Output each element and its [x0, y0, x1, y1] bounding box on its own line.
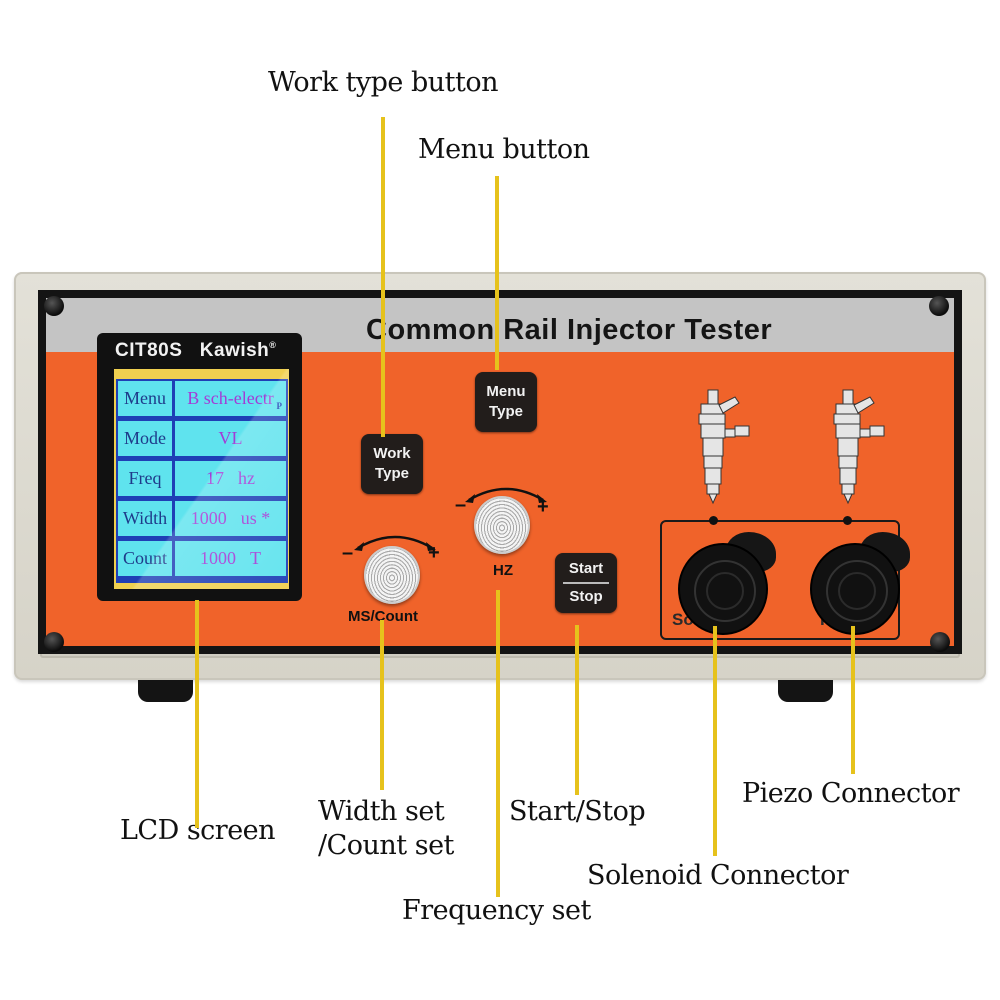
callout-work-type: Work type button	[268, 67, 499, 98]
lcd-value-text: 1000	[200, 548, 236, 568]
callout-piezo: Piezo Connector	[742, 778, 960, 809]
lcd-brand: CIT80S Kawish®	[115, 340, 276, 362]
lcd-row-width: Width 1000 us *	[116, 499, 288, 537]
rotate-arrow-icon	[465, 487, 547, 503]
callout-width-line2: /Count set	[318, 829, 454, 861]
device-title: Common Rail Injector Tester	[366, 314, 773, 346]
stop-label: Stop	[569, 588, 603, 605]
lcd-label: Mode	[118, 421, 172, 456]
lcd-row-count: Count 1000 T	[116, 539, 288, 577]
model-name: CIT80S	[115, 340, 183, 361]
leader-work-type	[381, 117, 385, 437]
lcd-label: Freq	[118, 461, 172, 496]
injector-icon	[833, 389, 885, 505]
lcd-unit: us *	[240, 508, 271, 528]
menu-type-line1: Menu	[486, 383, 526, 400]
leader-piezo	[851, 626, 855, 774]
lcd-value-text: B sch-electr	[187, 388, 274, 408]
menu-type-button[interactable]: Menu Type	[475, 372, 537, 432]
piezo-connector[interactable]	[812, 545, 898, 633]
screw-icon	[44, 632, 64, 652]
ms-count-label: MS/Count	[348, 608, 418, 625]
hz-label: HZ	[493, 562, 513, 579]
lcd-value-text: 17	[206, 468, 224, 488]
lcd-row-menu: Menu B sch-electr P	[116, 379, 288, 417]
work-type-line2: Type	[375, 465, 409, 482]
hz-knob-group: – + HZ	[455, 482, 555, 582]
connector-frame	[660, 520, 900, 640]
lcd-value: 1000 us *	[175, 501, 286, 536]
start-label: Start	[568, 560, 604, 577]
callout-menu: Menu button	[418, 134, 590, 165]
lcd-bezel: CIT80S Kawish® Menu B sch-electr P Mode …	[97, 333, 302, 601]
lcd-screen: Menu B sch-electr P Mode VL Freq 17 hz W…	[114, 369, 289, 589]
plus-sign: +	[537, 496, 549, 518]
hz-knob[interactable]	[474, 496, 530, 554]
lcd-value: B sch-electr P	[175, 381, 286, 416]
ms-count-knob[interactable]	[364, 546, 420, 604]
screw-icon	[44, 296, 64, 316]
lcd-label: Width	[118, 501, 172, 536]
lcd-value-text: 1000	[190, 508, 227, 528]
lcd-label: Count	[118, 541, 172, 576]
leader-solenoid	[713, 626, 717, 856]
work-type-line1: Work	[373, 445, 411, 462]
start-stop-button[interactable]: Start Stop	[555, 553, 617, 613]
leader-width	[380, 620, 384, 790]
leader-start-stop	[575, 625, 579, 795]
callout-start-stop: Start/Stop	[509, 796, 646, 827]
brand-name: Kawish	[199, 340, 270, 361]
lcd-label: Menu	[118, 381, 172, 416]
lcd-indicator: P	[276, 401, 283, 411]
lcd-value: 1000 T	[175, 541, 286, 576]
piezo-indicator-led	[843, 516, 852, 525]
registered-mark: ®	[269, 340, 277, 350]
callout-frequency: Frequency set	[402, 895, 591, 926]
ms-count-knob-group: – + MS/Count	[340, 530, 450, 630]
minus-sign: –	[342, 542, 354, 564]
lcd-value: 17 hz	[175, 461, 286, 496]
solenoid-connector[interactable]	[680, 545, 766, 633]
callout-width-line1: Width set	[318, 796, 445, 827]
rotate-arrow-icon	[354, 535, 436, 551]
right-foot	[778, 680, 833, 702]
lcd-row-freq: Freq 17 hz	[116, 459, 288, 497]
screw-icon	[930, 632, 950, 652]
lcd-unit: hz	[238, 468, 255, 488]
injector-icon	[698, 389, 750, 505]
leader-frequency	[496, 590, 500, 897]
leader-lcd	[195, 600, 199, 828]
callout-solenoid: Solenoid Connector	[587, 860, 849, 891]
lcd-unit: T	[250, 548, 261, 568]
callout-width: Width set /Count set	[318, 795, 454, 863]
left-foot	[138, 680, 193, 702]
lcd-table: Menu B sch-electr P Mode VL Freq 17 hz W…	[116, 379, 288, 583]
lcd-row-mode: Mode VL	[116, 419, 288, 457]
minus-sign: –	[455, 494, 467, 516]
work-type-button[interactable]: Work Type	[361, 434, 423, 494]
start-stop-divider	[563, 582, 609, 584]
menu-type-line2: Type	[489, 403, 523, 420]
leader-menu	[495, 176, 499, 370]
screw-icon	[929, 296, 949, 316]
lcd-value: VL	[175, 421, 286, 456]
plus-sign: +	[428, 542, 440, 564]
solenoid-indicator-led	[709, 516, 718, 525]
